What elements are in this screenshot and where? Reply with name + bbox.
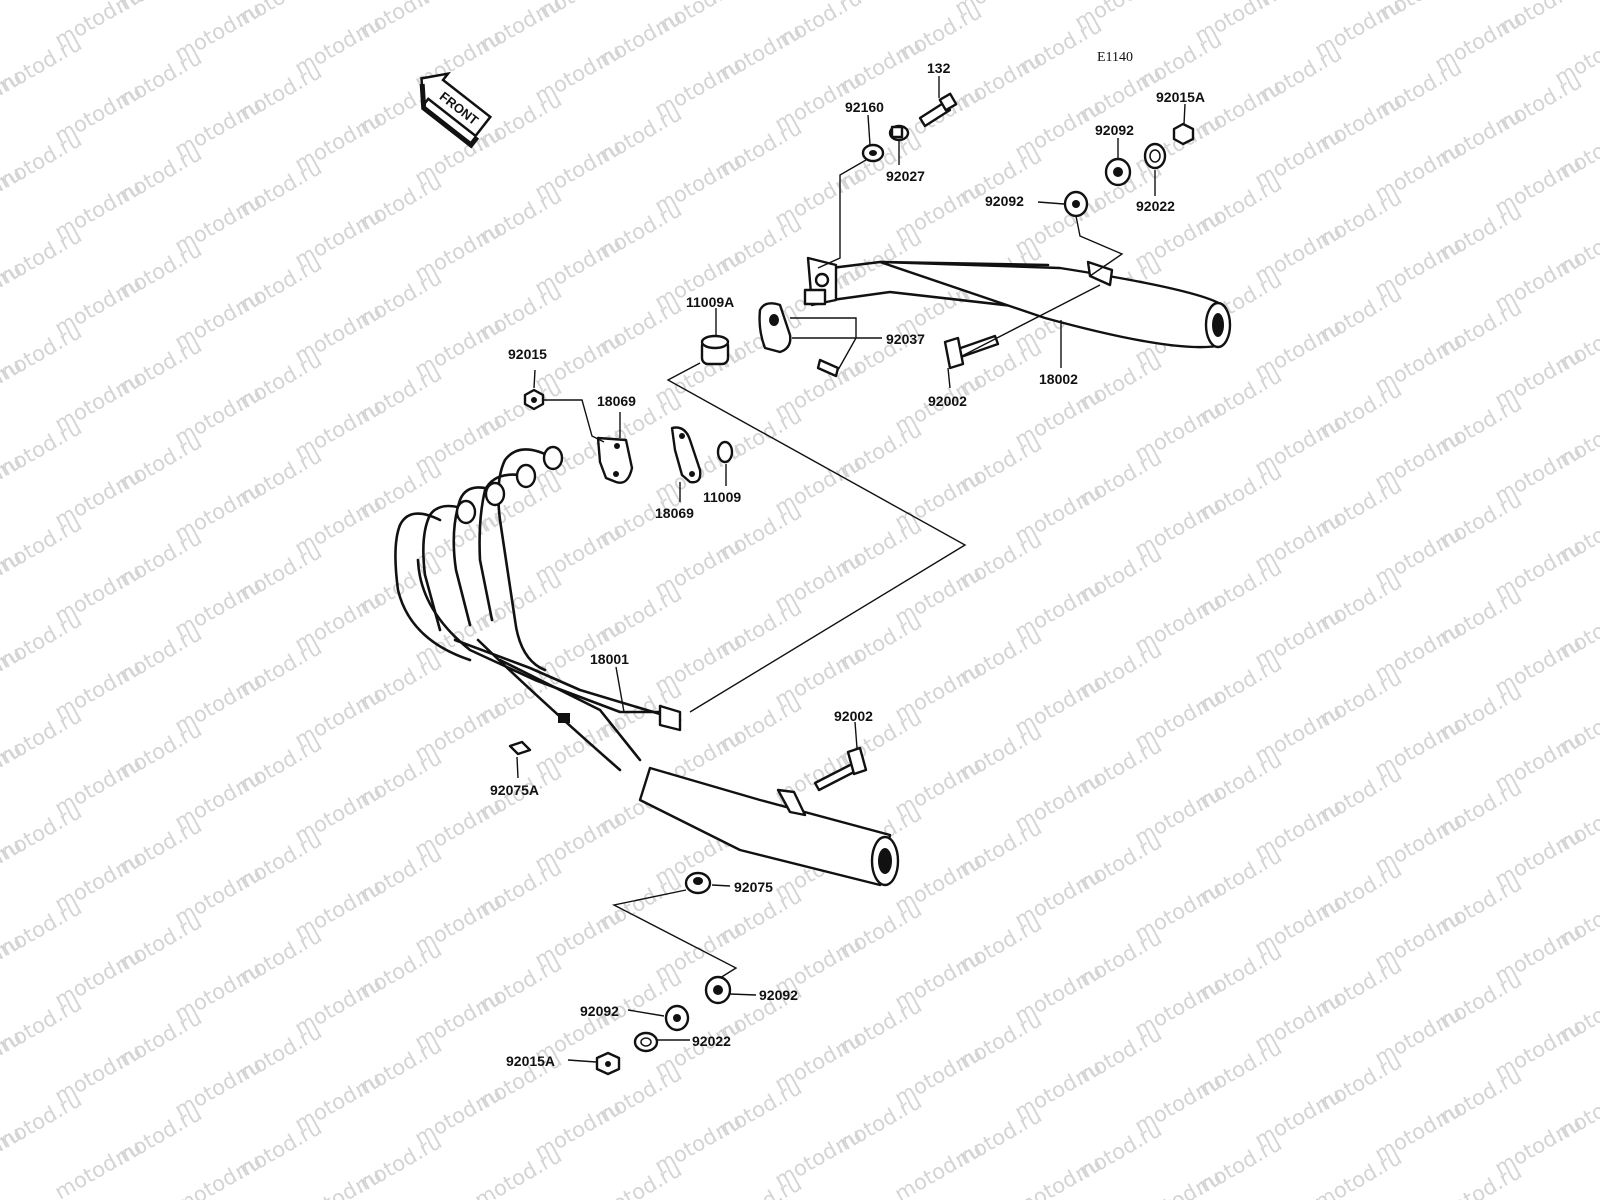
label-18002: 18002 bbox=[1039, 371, 1078, 387]
bolt-92002-bottom bbox=[813, 746, 868, 792]
label-92075: 92075 bbox=[734, 879, 773, 895]
label-92092-top-a: 92092 bbox=[1095, 122, 1134, 138]
nut-92015 bbox=[523, 388, 545, 411]
label-92160: 92160 bbox=[845, 99, 884, 115]
label-92037: 92037 bbox=[886, 331, 925, 347]
watermark-text: motod.ru bbox=[171, 1149, 266, 1200]
gasket-11009a bbox=[700, 334, 730, 366]
holder-18069-top bbox=[596, 436, 634, 484]
bolt-132 bbox=[918, 92, 958, 128]
watermark-text: motod.ru bbox=[1551, 1173, 1600, 1200]
label-92002-bottom: 92002 bbox=[834, 708, 873, 724]
watermark-text: motod.ru bbox=[711, 1171, 806, 1200]
watermark-text: motod.ru bbox=[1431, 1159, 1526, 1200]
right-muffler-18002 bbox=[803, 256, 1232, 349]
label-11009: 11009 bbox=[703, 489, 741, 505]
label-92022-bottom: 92022 bbox=[692, 1033, 731, 1049]
watermark-text: motod.ru bbox=[891, 1137, 986, 1200]
bush-92092-bottom-b bbox=[664, 1004, 690, 1032]
bolt-92002-top bbox=[943, 334, 1000, 370]
label-92092-bottom-a: 92092 bbox=[759, 987, 798, 1003]
front-arrow-icon: FRONT bbox=[419, 71, 493, 149]
washer-92022-bottom bbox=[633, 1031, 659, 1053]
watermark-text: motod.ru bbox=[51, 1135, 146, 1200]
watermark-text: motod.ru bbox=[591, 1157, 686, 1200]
part-labels: 132 92160 92027 92015A 92092 92022 92092… bbox=[490, 60, 1205, 1069]
watermark-text: motod.ru bbox=[471, 1143, 566, 1200]
label-132: 132 bbox=[927, 60, 951, 76]
watermark-text: motod.ru bbox=[0, 0, 26, 38]
watermark-text: motod.ru bbox=[0, 0, 86, 4]
nut-92015a-bottom bbox=[595, 1051, 621, 1076]
header-pipes-18001 bbox=[394, 445, 900, 887]
label-92092-top-b: 92092 bbox=[985, 193, 1024, 209]
collar-92027 bbox=[888, 124, 910, 142]
label-18001: 18001 bbox=[590, 651, 629, 667]
bush-92092-top-a bbox=[1104, 157, 1132, 187]
label-92027: 92027 bbox=[886, 168, 925, 184]
label-92002-top: 92002 bbox=[928, 393, 967, 409]
rubber-92075a bbox=[508, 740, 532, 756]
bush-92092-bottom-a bbox=[704, 975, 732, 1005]
label-11009a: 11009A bbox=[686, 294, 734, 310]
gasket-11009 bbox=[716, 440, 734, 464]
label-92015a-top: 92015A bbox=[1156, 89, 1205, 105]
watermark-text: motod.ru bbox=[291, 1163, 386, 1200]
label-92075a: 92075A bbox=[490, 782, 539, 798]
holder-18069-bottom bbox=[670, 426, 702, 484]
label-92015a-bottom: 92015A bbox=[506, 1053, 555, 1069]
grommet-92160 bbox=[861, 143, 885, 163]
watermark-text: motod.ru bbox=[1011, 1151, 1106, 1200]
nut-92015a-top bbox=[1172, 122, 1195, 146]
label-92022-top: 92022 bbox=[1136, 198, 1175, 214]
label-92092-bottom-b: 92092 bbox=[580, 1003, 619, 1019]
clamp-92037 bbox=[758, 302, 840, 378]
label-18069-bottom: 18069 bbox=[655, 505, 694, 521]
bush-92092-top-b bbox=[1063, 190, 1089, 218]
watermark-text: motod.ru bbox=[1311, 1145, 1406, 1200]
leader-lines bbox=[516, 76, 1186, 1063]
label-18069-top: 18069 bbox=[597, 393, 636, 409]
diagram-code: E1140 bbox=[1097, 50, 1133, 65]
rubber-92075 bbox=[684, 871, 712, 895]
washer-92022-top bbox=[1143, 142, 1167, 170]
label-92015: 92015 bbox=[508, 346, 547, 362]
